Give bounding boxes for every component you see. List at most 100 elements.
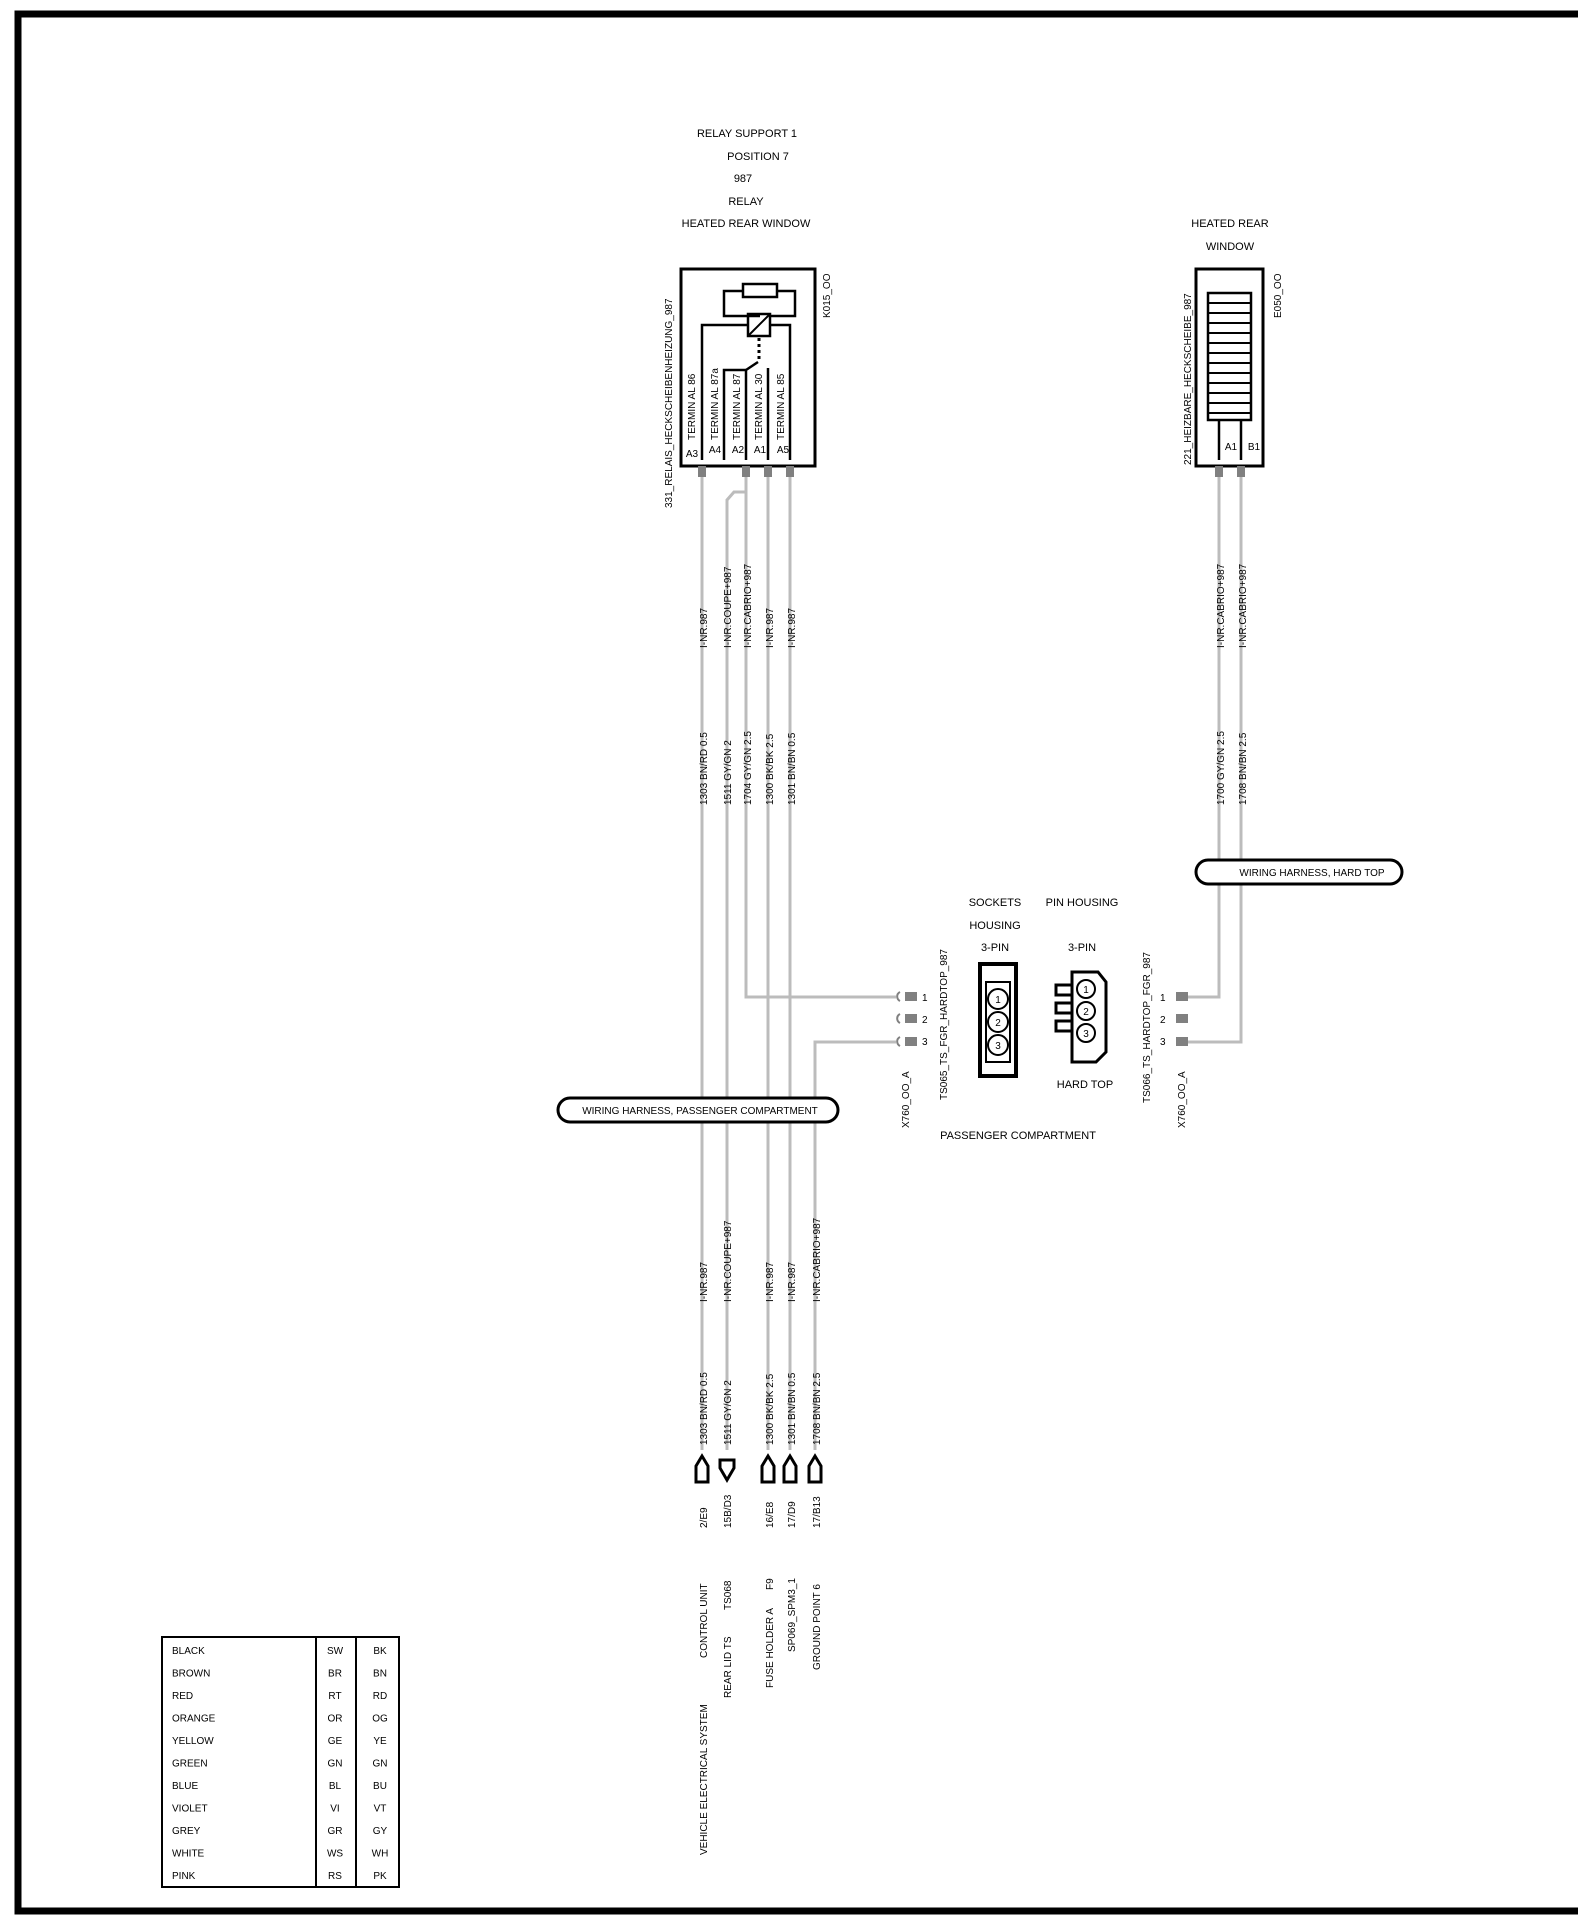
wire-1708-lower: [813, 1040, 896, 1450]
legend-cell: VIOLET: [172, 1804, 208, 1815]
relay-header-line: RELAY: [728, 196, 764, 208]
legend-cell: BL: [329, 1781, 342, 1792]
svg-text:SOCKETS: SOCKETS: [969, 897, 1022, 909]
wire-1704: [744, 492, 896, 999]
legend-cell: BLUE: [172, 1781, 198, 1792]
relay-terminal-label: TERMIN AL 85: [776, 373, 787, 440]
relay-terminal-label: TERMIN AL 30: [754, 373, 765, 440]
destination-ref: 17/D9: [787, 1501, 798, 1528]
legend-cell: VT: [374, 1804, 387, 1815]
connector-labels: SOCKETS HOUSING 3-PIN PIN HOUSING 3-PIN …: [940, 897, 1118, 1142]
svg-text:3: 3: [1160, 1037, 1166, 1048]
heated-rear-window-e050: HEATED REAR WINDOW A1 B1 E050_OO 221_HEI…: [1183, 218, 1284, 477]
wire-variant-label: I-NR.COUPE+987: [723, 566, 734, 648]
svg-text:3-PIN: 3-PIN: [1068, 942, 1096, 954]
window-pin-stub: [1215, 466, 1223, 477]
svg-text:X760_OO_A: X760_OO_A: [1177, 1071, 1188, 1128]
destination-label: FUSE HOLDER A: [765, 1608, 776, 1688]
legend-cell: YE: [373, 1736, 387, 1747]
relay-header: RELAY SUPPORT 1 POSITION 7 987 RELAY HEA…: [682, 128, 811, 230]
destination-ref: 2/E9: [699, 1507, 710, 1528]
harness-hardtop: WIRING HARNESS, HARD TOP: [1194, 858, 1404, 886]
legend-cell: PK: [373, 1871, 387, 1882]
relay-header-line: HEATED REAR WINDOW: [682, 218, 811, 230]
svg-text:HOUSING: HOUSING: [969, 920, 1020, 932]
legend-cell: BK: [373, 1646, 387, 1657]
relay-pin: A1: [754, 445, 767, 456]
wire-variant-label: I-NR.987: [765, 1262, 776, 1302]
legend-cell: RD: [373, 1691, 387, 1702]
terminal-arrow: [782, 1453, 798, 1484]
relay-circuit: [770, 289, 797, 318]
legend-cell: YELLOW: [172, 1736, 214, 1747]
svg-text:3: 3: [922, 1037, 928, 1048]
connector-ts065-pins: 1 2 3 TS065_TS_FGR_HARDTOP_987 X760_OO_A: [896, 949, 950, 1128]
wire-variant-label: I-NR.987: [699, 608, 710, 648]
svg-text:HARD TOP: HARD TOP: [1057, 1079, 1113, 1091]
wire-variant-label: I-NR.987: [787, 608, 798, 648]
relay-terminal-label: TERMIN AL 87a: [710, 368, 721, 440]
connector-ts066-pins: 1 2 3 TS066_TS_HARDTOP_FGR_987 X760_OO_A: [1142, 952, 1188, 1128]
svg-text:2: 2: [1083, 1007, 1089, 1018]
legend-cell: WS: [327, 1849, 343, 1860]
svg-text:PIN HOUSING: PIN HOUSING: [1046, 897, 1119, 909]
wire-variant-label: I-NR.CABRIO+987: [812, 1217, 823, 1302]
relay-switch: [722, 368, 746, 460]
legend-cell: OG: [372, 1714, 388, 1725]
svg-text:3-PIN: 3-PIN: [981, 942, 1009, 954]
wire-1700: [1185, 477, 1221, 999]
relay-header-line: POSITION 7: [727, 151, 789, 163]
svg-text:WIRING HARNESS, PASSENGER COMP: WIRING HARNESS, PASSENGER COMPARTMENT: [582, 1106, 818, 1117]
legend-cell: GN: [373, 1759, 388, 1770]
window-code: E050_OO: [1273, 273, 1284, 318]
legend-cell: WH: [372, 1849, 389, 1860]
wire-variant-label: I-NR.987: [787, 1262, 798, 1302]
legend-cell: BR: [328, 1669, 342, 1680]
window-header-line: HEATED REAR: [1191, 218, 1268, 230]
relay-pin-stub: [698, 466, 706, 477]
svg-text:1: 1: [922, 993, 928, 1004]
wire-code-label: 1300 BK/BK 2.5: [765, 1373, 776, 1445]
window-side-label: 221_HEIZBARE_HECKSCHEIBE_987: [1183, 293, 1194, 465]
terminal-arrow: [807, 1453, 823, 1484]
terminal-arrow: [760, 1453, 776, 1484]
window-header-line: WINDOW: [1206, 241, 1255, 253]
legend-cell: GE: [328, 1736, 343, 1747]
wire-code-label: 1700 GY/GN 2.5: [1216, 731, 1227, 805]
legend-cell: BN: [373, 1669, 387, 1680]
destination-label: VEHICLE ELECTRICAL SYSTEM: [699, 1704, 710, 1855]
wire-code-label: 1301 BN/BN 0.5: [787, 1372, 798, 1445]
pin-housing-3pin: 1 2 3: [1054, 970, 1108, 1064]
relay-coil-diagonal: [747, 313, 771, 337]
destination-label: REAR LID TS: [723, 1636, 734, 1698]
relay-pin: A3: [686, 449, 699, 460]
page-frame: [14, 10, 1578, 1915]
terminal-arrow: [718, 1458, 736, 1483]
destination-label: TS068: [723, 1580, 734, 1610]
destination-ref: 17/B13: [812, 1496, 823, 1528]
wire-variant-label: I-NR.CABRIO+987: [1238, 563, 1249, 648]
svg-text:TS065_TS_FGR_HARDTOP_987: TS065_TS_FGR_HARDTOP_987: [939, 949, 950, 1100]
legend-cell: OR: [328, 1714, 343, 1725]
window-pin: B1: [1248, 442, 1261, 453]
terminal-arrow: [694, 1453, 710, 1484]
legend-cell: GREY: [172, 1826, 201, 1837]
terminal-arrows: [694, 1453, 823, 1484]
wire-1511: [725, 477, 748, 1450]
relay-circuit: [700, 323, 748, 460]
wire-1708-upper: [1185, 477, 1243, 1044]
relay-terminal-label: TERMIN AL 87: [732, 373, 743, 440]
relay-pin-stub: [742, 466, 750, 477]
wire-code-label: 1511 GY/GN 2: [723, 740, 734, 805]
relay-resistor: [741, 282, 779, 299]
relay-circuit: [770, 323, 792, 460]
wire-code-label: 1708 BN/BN 2.5: [812, 1372, 823, 1445]
legend-cell: SW: [327, 1646, 344, 1657]
relay-circuit: [722, 289, 760, 318]
wire-variant-label: I-NR.CABRIO+987: [1216, 563, 1227, 648]
wires: [700, 477, 1243, 1450]
window-pin: A1: [1225, 442, 1238, 453]
relay-pin: A2: [732, 445, 745, 456]
